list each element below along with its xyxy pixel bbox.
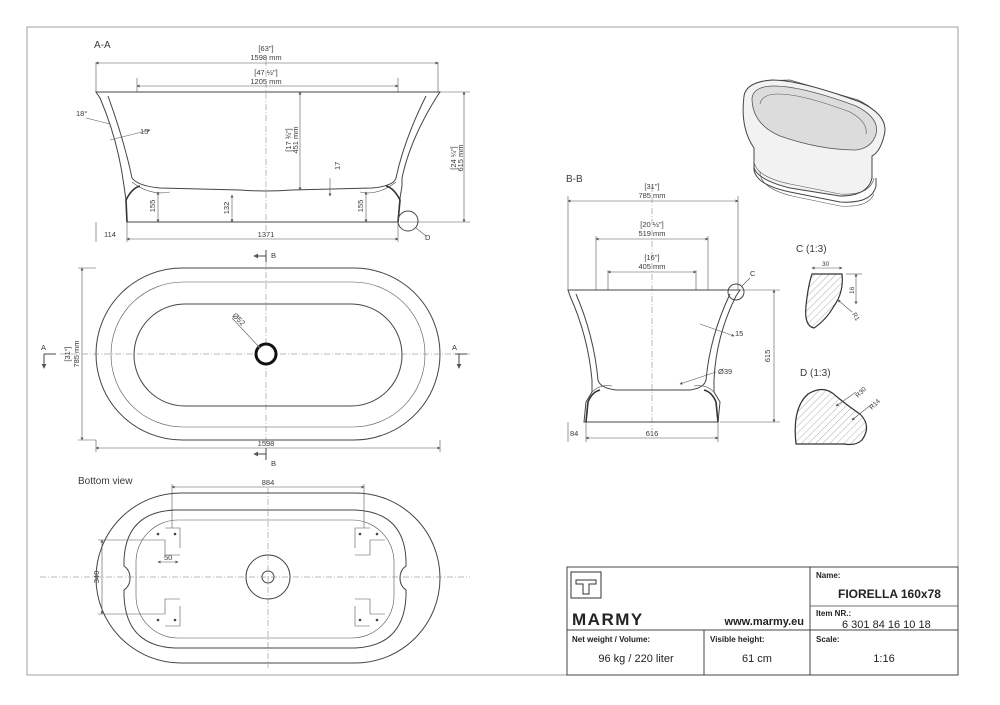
bb-drain: Ø39 xyxy=(718,367,732,376)
detail-d: D (1:3) R30 R14 xyxy=(794,368,882,446)
bb-outer-mm: 785 mm xyxy=(638,191,665,200)
name-label: Name: xyxy=(816,571,840,580)
bottom-dim-50: 50 xyxy=(164,553,172,562)
aa-height-in: [24 ¼"] xyxy=(449,146,458,170)
section-aa-label: A-A xyxy=(94,40,111,51)
detail-d-r1: R30 xyxy=(854,386,868,400)
section-aa-view: A-A [63"] 1598 mm [47 ½"] 1205 mm [24 ¼"… xyxy=(76,40,470,242)
visible-height-value: 61 cm xyxy=(742,653,772,665)
item-label: Item NR.: xyxy=(816,609,851,618)
aa-outer-width-mm: 1598 mm xyxy=(250,53,281,62)
aa-foot-h1: 155 xyxy=(148,200,157,213)
top-basin xyxy=(133,303,403,407)
top-section-a-right: A xyxy=(452,343,457,352)
sheet-border xyxy=(26,26,959,676)
isometric-view xyxy=(742,79,886,207)
item-value: 6 301 84 16 10 18 xyxy=(842,619,931,631)
aa-depth-mm: 451 mm xyxy=(291,126,300,153)
section-bb-label: B-B xyxy=(566,174,583,185)
bottom-dim-884: 884 xyxy=(262,478,275,487)
aa-detail-d-marker xyxy=(397,210,419,232)
bb-wall: 15 xyxy=(735,329,743,338)
detail-c: C (1:3) 30 16 R1 xyxy=(796,244,862,329)
top-section-a-left: A xyxy=(41,343,46,352)
aa-tub-inner xyxy=(107,95,427,192)
marmy-logo-icon xyxy=(570,571,602,599)
aa-detail-d-ref: D xyxy=(425,233,431,242)
top-view: Ø52 A A B B [31"] 785 mm 1598 xyxy=(41,250,470,468)
top-rim-inner xyxy=(110,281,426,428)
top-drain xyxy=(254,342,278,366)
visible-height-label: Visible height: xyxy=(710,635,765,644)
detail-c-r: R1 xyxy=(850,312,860,323)
top-width-in: [31"] xyxy=(63,346,72,361)
aa-floor: 17 xyxy=(333,162,342,170)
aa-height-mm: 615 mm xyxy=(456,144,465,171)
top-section-b-top: B xyxy=(271,251,276,260)
bottom-dim-340: 340 xyxy=(92,571,101,584)
bb-detail-c-ref: C xyxy=(750,269,756,278)
top-drain-dim: Ø52 xyxy=(231,311,247,327)
detail-c-profile xyxy=(805,273,843,329)
bb-base: 616 xyxy=(646,429,659,438)
iso-tub-basin xyxy=(751,85,877,151)
top-length: 1598 xyxy=(258,439,275,448)
weight-label: Net weight / Volume: xyxy=(572,635,650,644)
weight-value: 96 kg / 220 liter xyxy=(598,653,674,665)
bottom-view-label: Bottom view xyxy=(78,476,133,487)
detail-d-r2: R14 xyxy=(868,398,882,412)
scale-value: 1:16 xyxy=(873,653,894,665)
aa-outer-width-in: [63"] xyxy=(258,44,273,53)
aa-foot-h3: 155 xyxy=(356,200,365,213)
aa-angle: 18° xyxy=(76,109,87,118)
bb-left-offset: 84 xyxy=(570,429,578,438)
aa-inner-width-mm: 1205 mm xyxy=(250,77,281,86)
bottom-base-ring xyxy=(123,509,407,649)
bb-detail-c-marker xyxy=(727,283,745,301)
aa-left-offset: 114 xyxy=(104,230,116,239)
scale-label: Scale: xyxy=(816,635,840,644)
name-value: FIORELLA 160x78 xyxy=(838,587,941,601)
website-link[interactable]: www.marmy.eu xyxy=(724,616,804,628)
top-section-b-bottom: B xyxy=(271,459,276,468)
detail-c-w: 30 xyxy=(822,261,830,268)
detail-c-h: 16 xyxy=(849,286,856,294)
bb-tub-outline xyxy=(567,289,741,423)
bb-tub-inner xyxy=(575,293,731,391)
title-block: MARMY www.marmy.eu Name: FIORELLA 160x78… xyxy=(566,566,959,676)
section-bb-view: B-B [31"] 785 mm [20 ½"] 519 mm [16"] 40… xyxy=(566,174,780,442)
aa-base-len: 1371 xyxy=(258,230,275,239)
top-width-mm: 785 mm xyxy=(72,340,81,367)
aa-depth-in: [17 ¾"] xyxy=(284,128,293,152)
detail-d-label: D (1:3) xyxy=(800,368,831,379)
detail-c-label: C (1:3) xyxy=(796,244,827,255)
bb-height: 615 xyxy=(763,350,772,363)
aa-foot-h2: 132 xyxy=(222,202,231,215)
brand-name: MARMY xyxy=(572,610,644,629)
detail-d-profile xyxy=(794,388,868,446)
bottom-view: Bottom view 884 50 340 xyxy=(40,476,470,668)
